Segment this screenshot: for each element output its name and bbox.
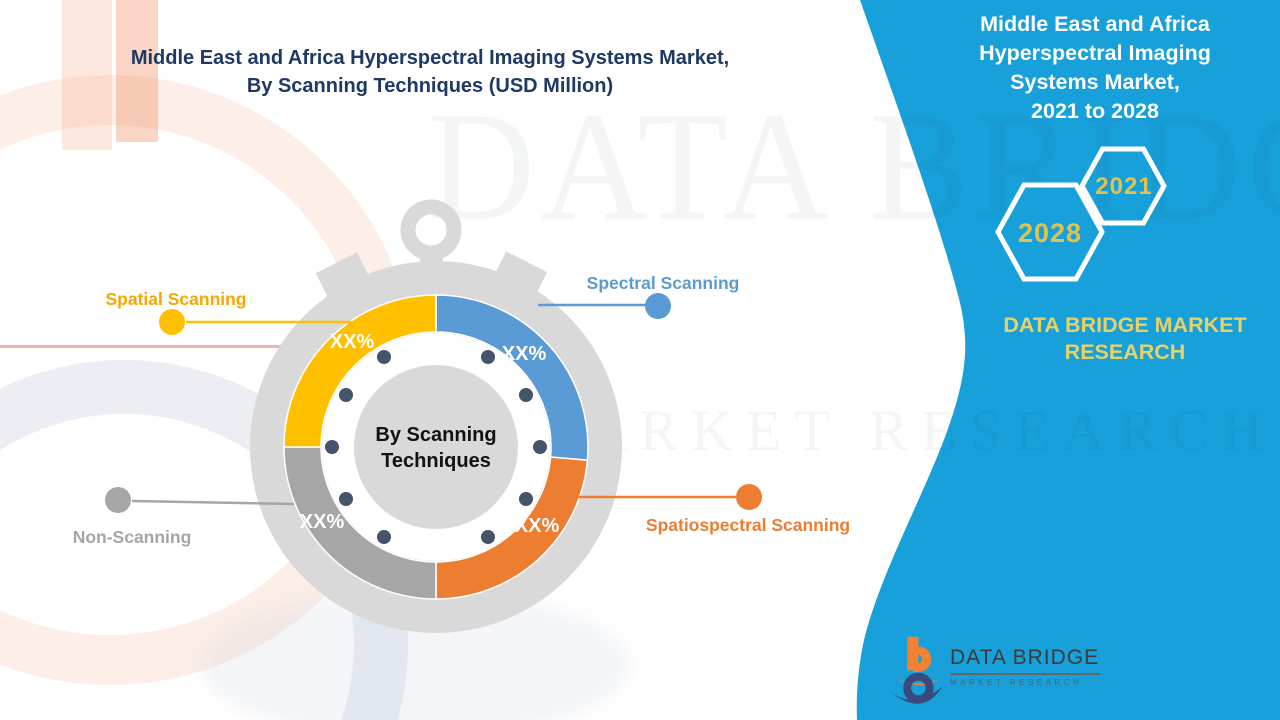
center-label-line2: Techniques <box>381 450 491 472</box>
data-bridge-logo-icon <box>889 636 943 704</box>
value-label-non-scanning: XX% <box>300 511 345 533</box>
donut-segments <box>283 294 589 600</box>
chart-title-line1: Middle East and Africa Hyperspectral Ima… <box>130 47 730 69</box>
callout-spatial: Spatial Scanning <box>106 289 352 335</box>
center-label-line1: By Scanning <box>375 424 496 446</box>
watermark-text: MARKET RESEARCH <box>520 398 1277 463</box>
callout-non-scanning: Non-Scanning <box>73 487 295 547</box>
label-non-scanning: Non-Scanning <box>73 527 192 547</box>
banner-title-line4: 2021 to 2028 <box>1031 99 1159 123</box>
callout-dot-icon <box>645 293 671 319</box>
chart-title: Middle East and Africa Hyperspectral Ima… <box>40 44 820 100</box>
year-start-label: 2021 <box>1095 173 1152 200</box>
watermark-line-icon <box>0 345 290 348</box>
callout-spatiospectral: Spatiospectral Scanning <box>571 484 850 535</box>
callout-spectral: Spectral Scanning <box>538 273 739 319</box>
value-label-spectral: XX% <box>502 343 547 365</box>
brand-line2: RESEARCH <box>1064 340 1186 364</box>
brand-line1: DATA BRIDGE MARKET <box>1003 313 1247 337</box>
callout-dot-icon <box>159 309 185 335</box>
company-logo: DATA BRIDGE MARKET RESEARCH <box>888 634 1118 710</box>
logo-title: DATA BRIDGE <box>950 646 1100 675</box>
value-label-spatial: XX% <box>330 331 375 353</box>
clock-dots-icon <box>325 350 547 544</box>
label-spectral-scanning: Spectral Scanning <box>587 273 740 293</box>
callout-dot-icon <box>736 484 762 510</box>
brand-name-banner: DATA BRIDGE MARKET RESEARCH <box>960 312 1280 366</box>
logo-subtitle: MARKET RESEARCH <box>950 678 1083 687</box>
label-spatiospectral-scanning: Spatiospectral Scanning <box>646 515 850 535</box>
banner-title-line1: Middle East and Africa <box>980 12 1210 36</box>
center-disc <box>354 365 518 529</box>
callout-dot-icon <box>105 487 131 513</box>
banner-title-line3: Systems Market, <box>1010 70 1180 94</box>
chart-title-line2: By Scanning Techniques (USD Million) <box>246 75 614 97</box>
stopwatch-button-left-icon <box>315 252 373 304</box>
segment-spatial-scanning <box>283 294 437 448</box>
hexagon-2028-icon <box>995 182 1105 282</box>
watermark-text: DATA BRIDGE <box>428 80 1280 253</box>
banner-title-line2: Hyperspectral Imaging <box>979 41 1211 65</box>
year-end-label: 2028 <box>1018 218 1082 248</box>
label-spatial-scanning: Spatial Scanning <box>106 289 247 309</box>
side-banner-shape <box>856 0 1280 720</box>
banner-title: Middle East and Africa Hyperspectral Ima… <box>930 10 1260 126</box>
hexagon-2021-icon <box>1079 146 1167 226</box>
value-label-spatiospectral: XX% <box>515 515 560 537</box>
